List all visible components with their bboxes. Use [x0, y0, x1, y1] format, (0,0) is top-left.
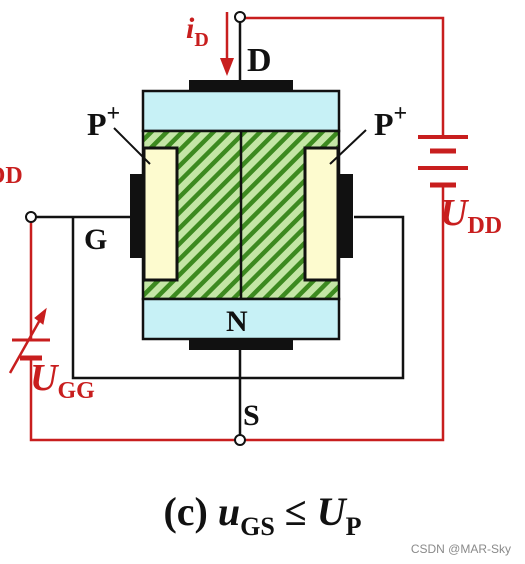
gate-source-wires — [36, 22, 405, 436]
p-plus-pointer-right — [329, 129, 367, 165]
caption-ugs: uGS — [217, 489, 275, 541]
p-plus-pointer-left — [113, 127, 151, 165]
gate-supply-wire — [29, 220, 237, 442]
drain-label: D — [247, 42, 272, 79]
caption-operator: ≤ — [274, 489, 317, 534]
gate-contact-right — [339, 174, 353, 258]
udd-battery — [418, 135, 468, 188]
gate-contact-left — [130, 174, 144, 258]
gate-region-left — [142, 146, 179, 282]
substrate-bottom — [141, 297, 341, 341]
drain-supply-wire — [244, 16, 445, 442]
drain-current-label: iD — [186, 12, 209, 51]
channel-label: N — [226, 305, 248, 338]
gate-region-right — [303, 146, 340, 282]
ugg-label: UGG — [30, 357, 95, 404]
substrate-top — [141, 89, 341, 133]
caption-prefix: (c) — [163, 489, 218, 534]
figure-caption: (c) uGS ≤ UP — [0, 488, 525, 551]
gate-terminal — [25, 211, 37, 223]
source-label: S — [243, 399, 260, 432]
jfet-device — [113, 80, 367, 350]
p-plus-left-label: P+ — [87, 101, 120, 142]
watermark: CSDN @MAR-Sky — [410, 542, 511, 556]
drain-contact — [189, 80, 293, 91]
drain-terminal — [234, 11, 246, 23]
caption-up: UP — [316, 489, 362, 541]
ugg-variable-battery — [8, 307, 50, 374]
udd-label: UDD — [440, 192, 502, 239]
source-contact — [189, 339, 293, 350]
cut-off-label: DD — [0, 163, 23, 189]
p-plus-right-label: P+ — [374, 101, 407, 142]
gate-label: G — [84, 223, 107, 256]
drain-current-arrow — [220, 12, 234, 76]
source-terminal — [234, 434, 246, 446]
